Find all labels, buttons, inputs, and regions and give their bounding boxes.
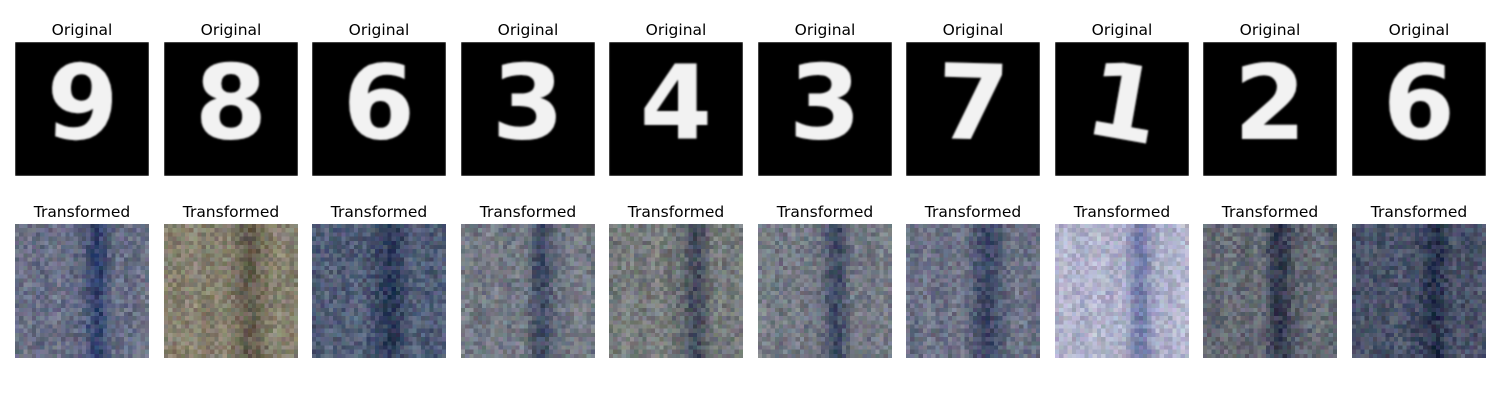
digit-canvas xyxy=(1352,42,1486,176)
transformed-image xyxy=(312,224,446,358)
digit-canvas xyxy=(312,42,446,176)
cell-title: Original xyxy=(497,21,559,39)
transformed-image xyxy=(1055,224,1189,358)
cell-title: Original xyxy=(348,21,410,39)
transformed-image xyxy=(164,224,298,358)
mnist-digit-image xyxy=(1055,42,1189,176)
transformed-canvas xyxy=(758,224,892,358)
transformed-canvas xyxy=(164,224,298,358)
cell-title: Transformed xyxy=(33,203,131,221)
cell-title: Original xyxy=(794,21,856,39)
cell-title: Transformed xyxy=(1221,203,1319,221)
cell-title: Transformed xyxy=(924,203,1022,221)
digit-canvas xyxy=(609,42,743,176)
digit-canvas xyxy=(164,42,298,176)
digit-canvas xyxy=(758,42,892,176)
mnist-digit-image xyxy=(758,42,892,176)
mnist-digit-image xyxy=(1352,42,1486,176)
digit-canvas xyxy=(906,42,1040,176)
transformed-image xyxy=(758,224,892,358)
transformed-canvas xyxy=(1352,224,1486,358)
transformed-canvas xyxy=(906,224,1040,358)
cell-title: Original xyxy=(200,21,262,39)
mnist-digit-image xyxy=(15,42,149,176)
cell-title: Transformed xyxy=(1073,203,1171,221)
mnist-digit-image xyxy=(312,42,446,176)
mnist-digit-image xyxy=(906,42,1040,176)
cell-title: Transformed xyxy=(330,203,428,221)
transformed-image xyxy=(906,224,1040,358)
mnist-digit-image xyxy=(164,42,298,176)
transformed-image xyxy=(1203,224,1337,358)
cell-title: Transformed xyxy=(627,203,725,221)
transformed-canvas xyxy=(609,224,743,358)
mnist-digit-image xyxy=(1203,42,1337,176)
transformed-canvas xyxy=(15,224,149,358)
transformed-canvas xyxy=(1055,224,1189,358)
digit-canvas xyxy=(461,42,595,176)
transformed-image xyxy=(15,224,149,358)
cell-title: Original xyxy=(645,21,707,39)
transformed-image xyxy=(609,224,743,358)
mnist-digit-image xyxy=(461,42,595,176)
cell-title: Transformed xyxy=(1370,203,1468,221)
transformed-canvas xyxy=(312,224,446,358)
cell-title: Transformed xyxy=(182,203,280,221)
mnist-digit-image xyxy=(609,42,743,176)
cell-title: Original xyxy=(942,21,1004,39)
digit-canvas xyxy=(1203,42,1337,176)
cell-title: Original xyxy=(51,21,113,39)
cell-title: Transformed xyxy=(479,203,577,221)
cell-title: Original xyxy=(1388,21,1450,39)
digit-canvas xyxy=(15,42,149,176)
transformed-image xyxy=(461,224,595,358)
transformed-image xyxy=(1352,224,1486,358)
transformed-canvas xyxy=(461,224,595,358)
cell-title: Transformed xyxy=(776,203,874,221)
digit-canvas xyxy=(1055,42,1189,176)
transformed-canvas xyxy=(1203,224,1337,358)
cell-title: Original xyxy=(1239,21,1301,39)
cell-title: Original xyxy=(1091,21,1153,39)
